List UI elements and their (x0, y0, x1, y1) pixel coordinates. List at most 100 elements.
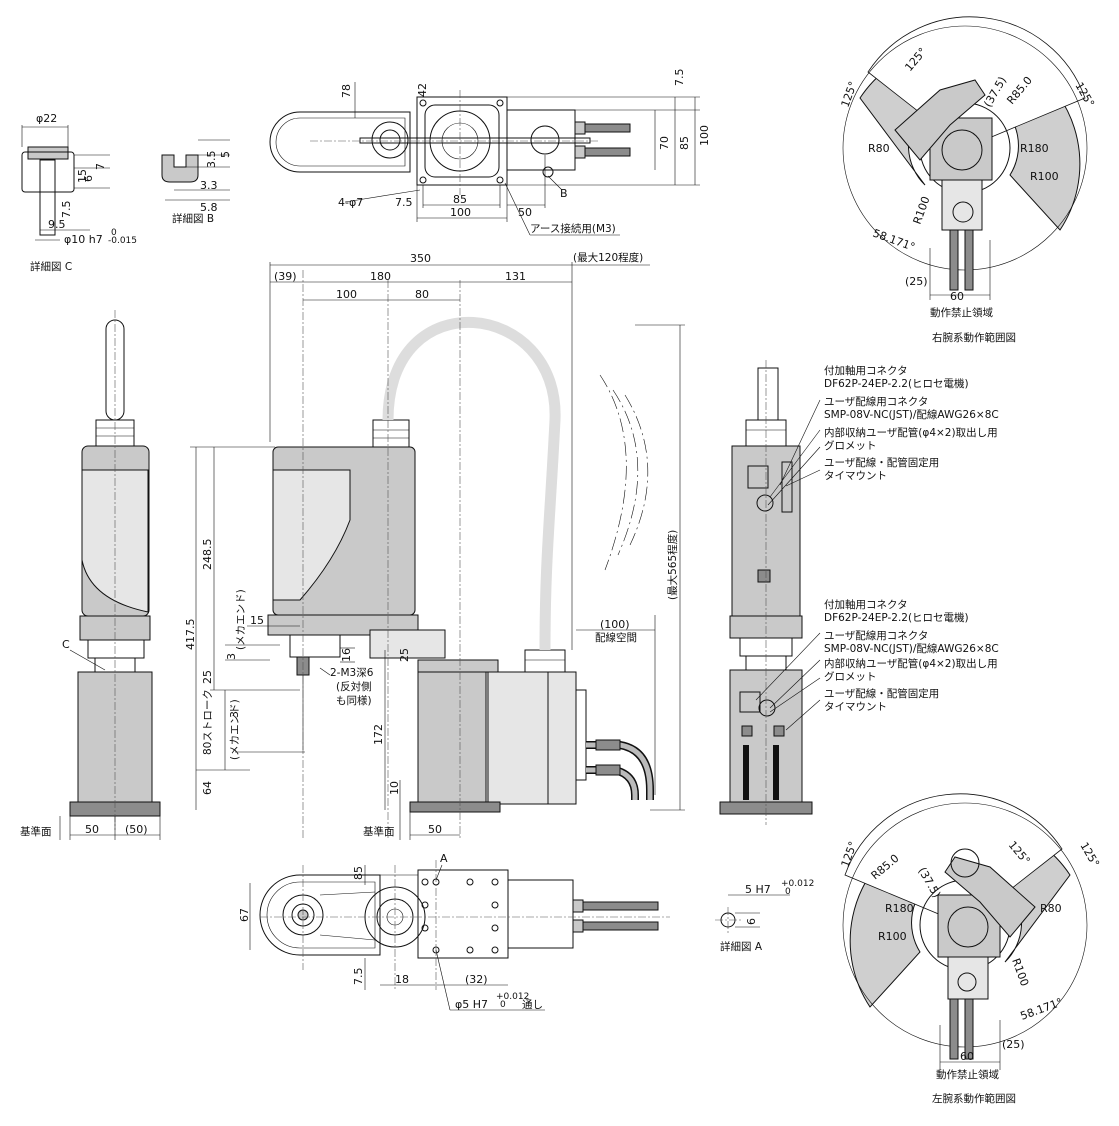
conn4-l2: タイマウント (824, 470, 887, 482)
front-mech-end-1: (メカエンド) (235, 589, 247, 650)
bottom-dim-18: 18 (395, 973, 409, 986)
dim-3-3: 3.3 (200, 179, 218, 192)
conn1-l1: 付加軸用コネクタ (824, 364, 908, 377)
dim-5: 5 (219, 151, 232, 158)
bottom-label-a: A (440, 852, 448, 865)
front-m3-label: 2-M3深6 (330, 667, 374, 679)
dim-15: 15 (76, 169, 89, 183)
side-view: C 50 (50) 基準面 (20, 310, 161, 840)
front-dim-15: 15 (250, 614, 264, 627)
la-dim-60: 60 (960, 1050, 974, 1063)
la-zone-label: 動作禁止領域 (936, 1068, 999, 1081)
bottom-view: 85 67 A 7.5 18 (32) φ5 H7 +0.012 0 通し (238, 852, 670, 1011)
ra-r-180: R180 (1020, 142, 1049, 155)
front-dim-80: 80 (415, 288, 429, 301)
detail-a-5h7: 5 H7 (745, 883, 771, 896)
la-r-80: R80 (1040, 902, 1062, 915)
front-dim-248-5: 248.5 (201, 539, 214, 571)
front-dim-10: 10 (388, 781, 401, 795)
front-base-label: 基準面 (363, 825, 395, 838)
front-dim-16: 16 (340, 648, 353, 662)
dim-phi10: φ10 h7 (64, 233, 103, 246)
bottom-dim-32: (32) (465, 973, 488, 986)
side-dim-50: 50 (85, 823, 99, 836)
top-dim-78: 78 (340, 84, 353, 98)
la-title: 左腕系動作範囲図 (932, 1092, 1016, 1105)
top-dim-70: 70 (658, 136, 671, 150)
front-dim-max565: (最大565程度) (666, 530, 679, 600)
ra-title: 右腕系動作範囲図 (932, 331, 1016, 344)
detail-a-tol-upper: +0.012 (781, 879, 814, 889)
ra-r-100-b: R100 (911, 195, 933, 226)
ra-dim-25: (25) (905, 275, 928, 288)
connector-labels-upper: 付加軸用コネクタ DF62P-24EP-2.2(ヒロセ電機) ユーザ配線用コネク… (824, 364, 999, 482)
front-opp-label: (反対側 (336, 680, 372, 693)
detail-a-dim-6: 6 (745, 918, 758, 925)
front-dim-131: 131 (505, 270, 526, 283)
dim-7-5: 7.5 (60, 201, 73, 219)
conn8-l2: タイマウント (824, 701, 887, 713)
conn7-l1: 内部収納ユーザ配管(φ4×2)取出し用 (824, 657, 998, 670)
top-dim-85: 85 (678, 136, 691, 150)
conn8-l1: ユーザ配線・配管固定用 (824, 687, 939, 700)
connector-labels-lower: 付加軸用コネクタ DF62P-24EP-2.2(ヒロセ電機) ユーザ配線用コネク… (824, 598, 999, 713)
right-view (719, 360, 821, 825)
side-dim-50-paren: (50) (125, 823, 148, 836)
side-base-label: 基準面 (20, 825, 52, 838)
bottom-tol-upper: +0.012 (496, 992, 529, 1002)
front-dim-25-b: 25 (201, 670, 214, 684)
front-dim-25-a: 25 (398, 648, 411, 662)
front-dim-350: 350 (410, 252, 431, 265)
conn5-l2: DF62P-24EP-2.2(ヒロセ電機) (824, 611, 969, 624)
front-dim-50: 50 (428, 823, 442, 836)
front-mech-end-2: (メカエンド) (229, 699, 241, 760)
dim-7: 7 (94, 163, 107, 170)
top-dim-100: 100 (698, 125, 711, 146)
top-dim-7-5: 7.5 (673, 69, 686, 87)
la-angle-125-c: 125° (1077, 840, 1102, 869)
front-dim-stroke: 80ストローク (202, 689, 214, 755)
front-dim-64: 64 (201, 781, 214, 795)
ra-angle-58: 58.171° (871, 227, 917, 254)
conn3-l2: グロメット (824, 439, 877, 452)
front-dim-max120: (最大120程度) (573, 251, 643, 264)
ra-r-80: R80 (868, 142, 890, 155)
front-dim-172: 172 (372, 724, 385, 745)
detail-c: φ22 7 6 15 7.5 9.5 φ10 h7 0 -0.015 詳細図 C (21, 112, 137, 273)
la-r-100-b: R100 (1009, 957, 1031, 988)
top-dim-7-5-b: 7.5 (395, 196, 413, 209)
front-dim-417-5: 417.5 (184, 619, 197, 651)
tol-upper: 0 (111, 228, 117, 238)
dim-6: 6 (82, 175, 95, 182)
front-dim-3-a: 3 (225, 653, 238, 660)
side-label-c: C (62, 638, 70, 651)
conn1-l2: DF62P-24EP-2.2(ヒロセ電機) (824, 377, 969, 390)
left-arm-range: 125° 125° 125° R85.0 (37.5) R180 R80 R10… (839, 793, 1102, 1105)
ra-angle-125-a: 125° (839, 80, 860, 109)
front-view: 350 (最大120程度) (39) 180 131 100 80 (最大565… (184, 251, 685, 840)
bottom-hole-label: φ5 H7 (455, 998, 488, 1011)
front-dim-3-b: 3 (228, 711, 241, 718)
bottom-dim-67: 67 (238, 908, 251, 922)
front-dim-180: 180 (370, 270, 391, 283)
right-arm-range: 125° 125° 125° (37.5) R85.0 R80 R180 R10… (839, 16, 1097, 344)
front-dim-100: 100 (336, 288, 357, 301)
bottom-dim-7-5: 7.5 (352, 968, 365, 986)
la-dim-25: (25) (1002, 1038, 1025, 1051)
tol-lower: -0.015 (108, 236, 137, 246)
top-dim-100-b: 100 (450, 206, 471, 219)
ra-dim-60: 60 (950, 290, 964, 303)
ra-r-100-a: R100 (1030, 170, 1059, 183)
detail-a-tol-lower: 0 (785, 887, 791, 897)
top-label-b: B (560, 187, 568, 200)
dim-5-8: 5.8 (200, 201, 218, 214)
top-holes-label: 4-φ7 (338, 196, 363, 209)
front-wire-space: 配線空間 (595, 631, 637, 644)
conn7-l2: グロメット (824, 670, 877, 683)
top-earth-label: アース接続用(M3) (530, 222, 616, 235)
conn5-l1: 付加軸用コネクタ (824, 598, 908, 611)
conn6-l1: ユーザ配線用コネクタ (824, 629, 928, 642)
la-angle-58: 58.171° (1019, 996, 1065, 1023)
